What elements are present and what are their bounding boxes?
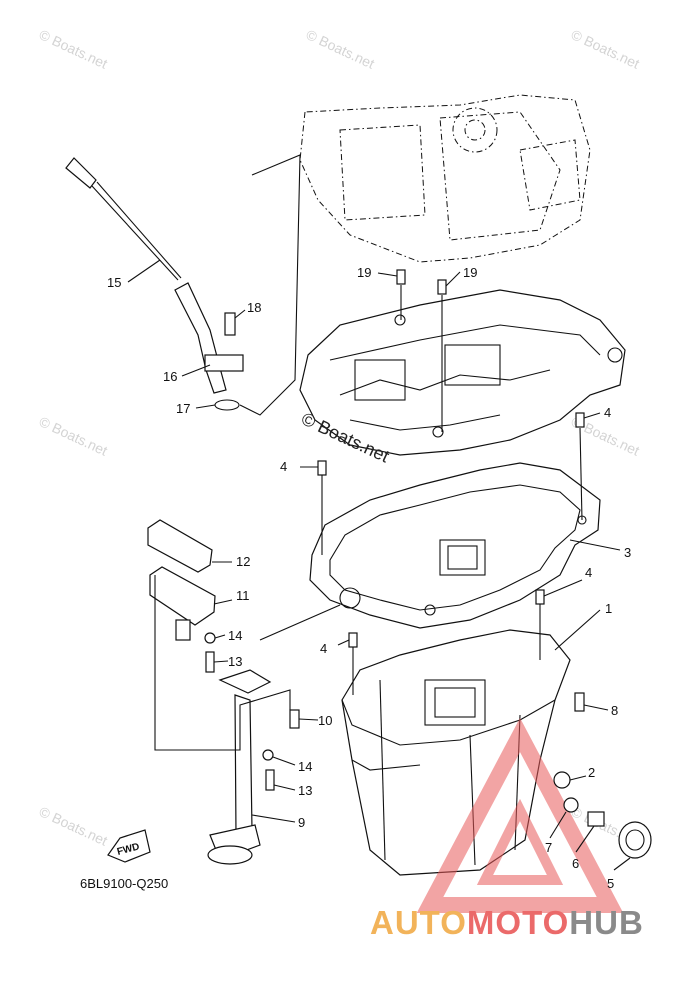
callout-14: 14 [298,759,312,774]
oil-strainer-part-9 [207,669,272,865]
callout-4: 4 [320,641,327,656]
cover-part-11 [149,566,216,641]
dowel-4-left [317,460,327,476]
callout-15: 15 [107,275,121,290]
drain-plug-2 [553,771,571,789]
dowel-4-low [348,632,358,648]
bolt-13-upper [205,651,215,673]
watermark: © Boats.net [37,26,110,72]
callout-8: 8 [611,703,618,718]
leader-lines [127,154,631,871]
bolt-13-lower [265,769,275,791]
callout-17: 17 [176,401,190,416]
brand-wordmark: AUTOMOTOHUB [370,904,644,942]
watermark: © Boats.net [37,413,110,459]
callout-11: 11 [236,588,250,603]
callout-19: 19 [357,265,371,280]
fwd-arrow-icon: FWD [107,829,151,863]
watermark: © Boats.net [569,26,642,72]
washer-14-lower [262,749,274,761]
gasket-7 [563,797,579,813]
upper-housing [299,289,626,456]
plug-6 [587,811,605,827]
dipstick-part-15 [65,157,182,281]
callout-13: 13 [228,654,242,669]
dowel-19-left [396,269,406,285]
brand-part-moto: MOTO [466,904,570,941]
diagram-code: 6BL9100-Q250 [80,876,169,891]
callout-4: 4 [280,459,287,474]
watermark: © Boats.net [37,803,110,849]
brand-part-hub: HUB [569,904,644,941]
washer-14-upper [204,632,216,644]
callout-5: 5 [607,876,614,891]
bolt-8 [574,692,585,712]
callout-2: 2 [588,765,595,780]
callout-3: 3 [624,545,631,560]
callout-13: 13 [298,783,312,798]
dowel-4-right [575,412,585,428]
callout-16: 16 [163,369,177,384]
dipstick-guide-part-16 [174,282,244,411]
callout-4: 4 [585,565,592,580]
callout-1: 1 [605,601,612,616]
cap-5 [618,821,652,859]
callout-14: 14 [228,628,242,643]
brand-triangle-logo [416,717,624,913]
callout-18: 18 [247,300,261,315]
bolt-10 [289,709,300,729]
small-parts [204,269,652,859]
gasket-part-12 [147,519,213,573]
engine-block-outline [299,94,591,263]
dowel-19-right [437,279,447,295]
dowel-4-mid [535,589,545,605]
callout-19: 19 [463,265,477,280]
callout-6: 6 [572,856,579,871]
callout-4: 4 [604,405,611,420]
callout-7: 7 [545,840,552,855]
gasket-part-3 [309,462,601,629]
watermark: © Boats.net [304,26,377,72]
callout-labels: 1 2 3 4 4 4 4 5 6 7 8 9 10 11 12 13 13 1… [107,265,631,891]
brand-part-auto: AUTO [370,904,467,941]
callout-10: 10 [318,713,332,728]
callout-12: 12 [236,554,250,569]
callout-9: 9 [298,815,305,830]
